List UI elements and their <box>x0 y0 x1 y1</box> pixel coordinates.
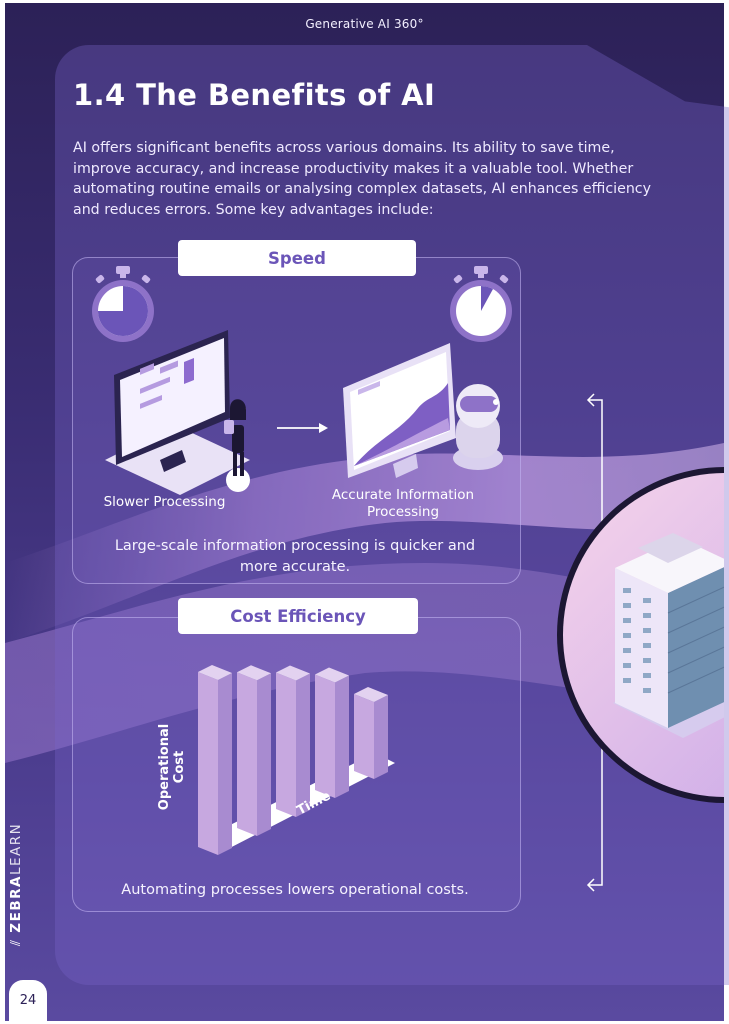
cost-efficiency-description: Automating processes lowers operational … <box>121 882 469 898</box>
slow-monitor-illustration <box>105 330 250 495</box>
y-axis-label: Operational Cost <box>157 723 187 811</box>
page-number: 24 <box>19 993 37 1008</box>
page: Generative AI 360° <box>5 3 724 1021</box>
page-number-tab <box>9 980 47 1024</box>
cost-bars-illustration <box>198 665 395 855</box>
cost-bar <box>237 665 271 836</box>
logo-stripes-icon: ⫽ <box>8 932 24 946</box>
cost-bar <box>354 687 388 779</box>
brand-name-strong: ZEBRA <box>8 875 24 933</box>
stopwatch-slow-icon <box>92 266 154 342</box>
slower-processing-label: Slower Processing <box>103 494 226 510</box>
ai-monitor-robot-illustration <box>343 343 503 478</box>
building-circle-illustration <box>557 467 724 803</box>
speed-card-label: Speed <box>178 240 416 276</box>
speed-description: Large-scale information processing is qu… <box>114 538 476 575</box>
cost-bar <box>198 665 232 855</box>
zebralearn-logo: ⫽ ZEBRALEARN <box>8 816 24 946</box>
accurate-processing-label: Accurate Information Processing <box>331 487 475 520</box>
cost-efficiency-card-label: Cost Efficiency <box>178 598 418 634</box>
cost-bar <box>276 665 310 817</box>
intro-paragraph: AI offers significant benefits across va… <box>73 140 652 218</box>
page-title: 1.4 The Benefits of AI <box>73 78 436 112</box>
stopwatch-fast-icon <box>450 266 512 342</box>
arrow-right-icon <box>277 423 328 433</box>
cost-bar <box>315 667 349 798</box>
brand-name-light: LEARN <box>8 822 24 876</box>
header-title: Generative AI 360° <box>305 17 424 31</box>
